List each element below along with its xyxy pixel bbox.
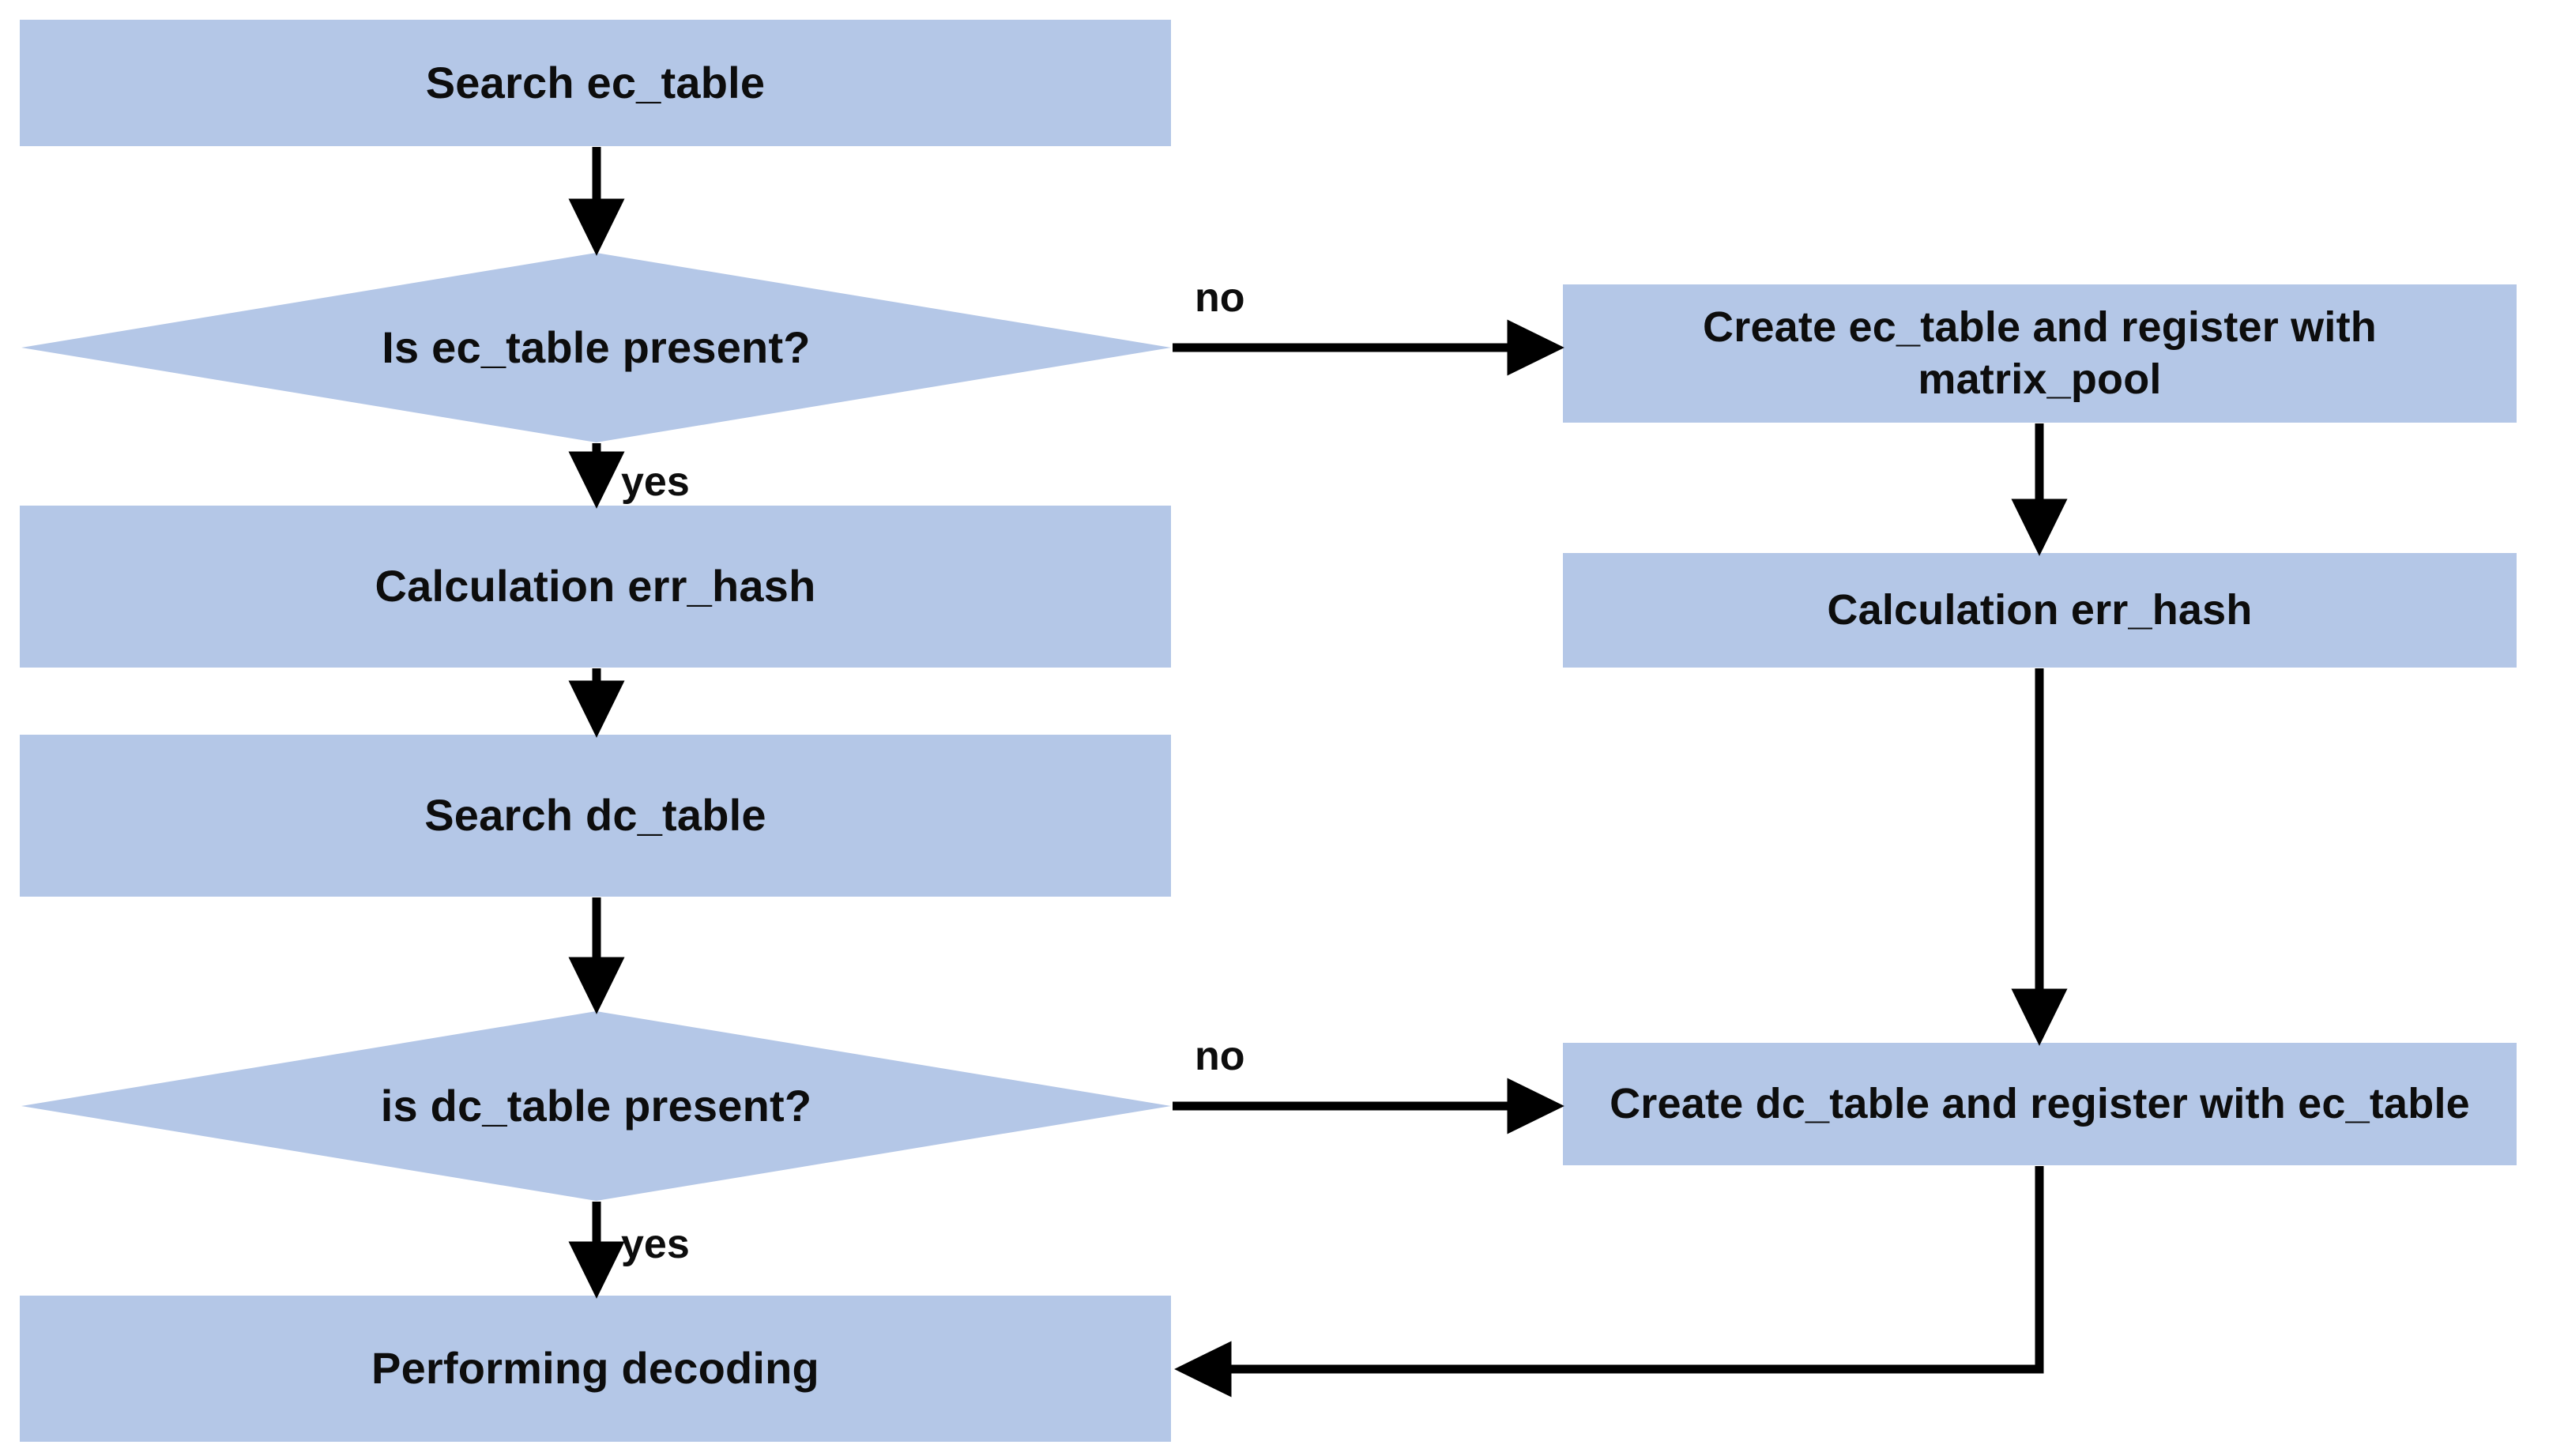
node-label: Performing decoding [371,1343,819,1394]
node-is-dc-table-present[interactable]: is dc_table present? [21,1011,1171,1201]
node-calculation-err-hash-left[interactable]: Calculation err_hash [20,506,1171,668]
node-label: Search ec_table [425,57,766,107]
edge-label-ec-no: no [1195,275,1245,321]
connector-create-dc-table-to-performing-decoding [1174,1166,2044,1398]
node-label: Calculation err_hash [1827,585,2253,634]
node-label: Search dc_table [424,790,766,841]
node-calculation-err-hash-right[interactable]: Calculation err_hash [1563,553,2517,668]
node-search-dc-table[interactable]: Search dc_table [20,735,1171,897]
node-performing-decoding[interactable]: Performing decoding [20,1296,1171,1442]
edge-label-dc-no: no [1195,1033,1245,1079]
node-label: is dc_table present? [380,1080,812,1131]
edge-label-dc-yes: yes [621,1221,690,1267]
node-create-dc-table[interactable]: Create dc_table and register with ec_tab… [1563,1043,2517,1165]
node-label: Calculation err_hash [375,561,816,611]
node-label: Create ec_table and register with matrix… [1703,303,2377,403]
node-search-ec-table[interactable]: Search ec_table [20,20,1171,146]
node-label: Is ec_table present? [382,322,811,372]
node-is-ec-table-present[interactable]: Is ec_table present? [21,253,1171,442]
node-create-ec-table[interactable]: Create ec_table and register with matrix… [1563,284,2517,423]
edge-label-ec-yes: yes [621,459,690,505]
node-label: Create dc_table and register with ec_tab… [1610,1079,2470,1127]
